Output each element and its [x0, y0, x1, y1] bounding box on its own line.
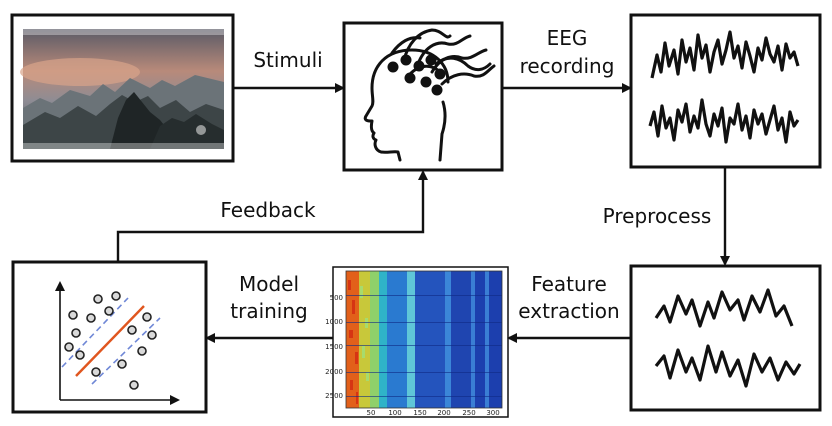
- heatmap-y-tick: 1000: [325, 318, 343, 326]
- label-model-training-line2: training: [230, 299, 307, 323]
- svm-points: [64, 291, 157, 390]
- arrow-feedback: [116, 170, 428, 262]
- svm-margin-line-lower: [91, 317, 161, 385]
- heatmap-y-tick: 500: [330, 294, 343, 302]
- label-feature-extraction-line1: Feature: [531, 272, 607, 296]
- heatmap-x-tick: 50: [367, 409, 376, 417]
- svm-axes: [55, 281, 180, 405]
- label-eeg-recording-line1: EEG: [547, 26, 588, 50]
- heatmap-y-tick: 2500: [325, 392, 343, 400]
- svm-decision-boundary: [75, 305, 145, 377]
- film-strip-bottom: [23, 143, 224, 149]
- heatmap-x-ticks: 50 100 150 200 250 300: [367, 409, 500, 417]
- label-eeg-recording-line2: recording: [520, 54, 615, 78]
- raw-eeg-wave-1: [650, 30, 800, 79]
- heatmap-x-tick: 150: [413, 409, 426, 417]
- heatmap-y-tick: 1500: [325, 343, 343, 351]
- label-stimuli: Stimuli: [253, 48, 322, 72]
- heatmap-x-tick: 250: [462, 409, 475, 417]
- clean-eeg-wave-1: [654, 288, 794, 328]
- feature-heatmap: 500 1000 1500 2000 2500 50 100 150 200 2…: [325, 266, 509, 418]
- heatmap-y-ticks: 500 1000 1500 2000 2500: [325, 294, 343, 400]
- svm-margin-line-upper: [61, 297, 129, 368]
- clean-eeg-wave-2: [654, 344, 802, 388]
- electrode-dots: [387, 54, 446, 96]
- eeg-recording-box: [629, 13, 822, 169]
- raw-eeg-wave-2: [648, 98, 800, 144]
- heatmap-cells: [346, 271, 502, 408]
- label-model-training-line1: Model: [239, 272, 299, 296]
- head-electrodes-icon: [363, 28, 496, 162]
- label-feedback: Feedback: [220, 198, 316, 222]
- film-strip-top: [23, 29, 224, 35]
- stimuli-box: [10, 13, 235, 163]
- heatmap-x-tick: 300: [486, 409, 499, 417]
- heatmap-x-tick: 200: [437, 409, 450, 417]
- heatmap-y-tick: 2000: [325, 368, 343, 376]
- preprocessed-box: [629, 264, 822, 412]
- label-feature-extraction-line2: extraction: [518, 299, 619, 323]
- heatmap-x-tick: 100: [388, 409, 401, 417]
- model-svm-box: [11, 260, 208, 414]
- eeg-head-box: [342, 21, 504, 172]
- label-preprocess: Preprocess: [603, 204, 712, 228]
- landscape-image: [20, 29, 224, 149]
